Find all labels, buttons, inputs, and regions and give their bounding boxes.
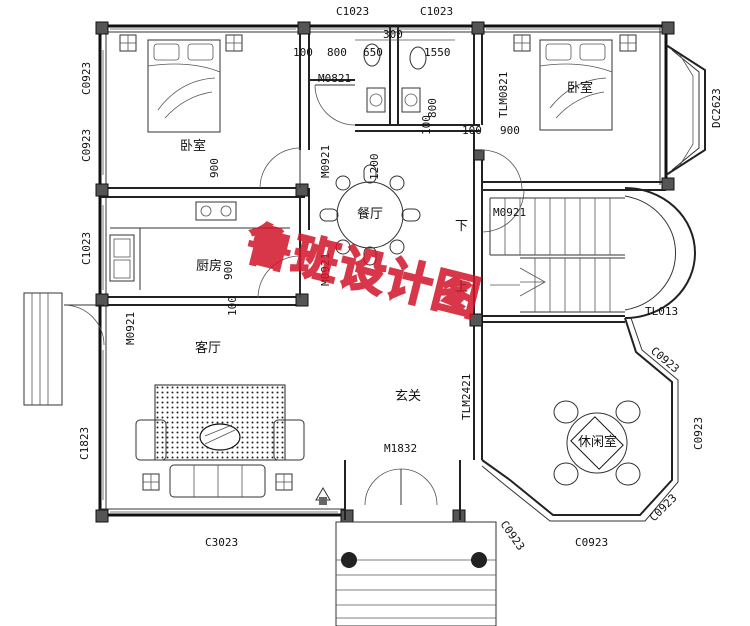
- label-m0921-b: M0921: [493, 206, 526, 219]
- room-bedroom-left: 卧室: [180, 138, 206, 154]
- label-c0923-left-a: C0923: [80, 62, 93, 95]
- label-c3023: C3023: [205, 536, 238, 549]
- label-100-b: 100: [420, 115, 433, 135]
- room-leisure: 休闲室: [578, 434, 617, 450]
- label-m0921-c: M0921: [319, 253, 332, 286]
- label-900-a: 900: [208, 158, 221, 178]
- label-c1023-top-b: C1023: [420, 5, 453, 18]
- label-m1832: M1832: [384, 442, 417, 455]
- left-bed: [119, 34, 243, 133]
- right-bed: [513, 34, 637, 131]
- label-c0923-left-b: C0923: [80, 129, 93, 162]
- label-c0923-bottom: C0923: [575, 536, 608, 549]
- windows: [102, 28, 660, 513]
- leisure-room: [481, 317, 679, 522]
- label-800-b: 800: [426, 98, 439, 118]
- room-living: 客厅: [195, 340, 221, 356]
- label-tlm2421: TLM2421: [460, 374, 473, 420]
- label-dc2623: DC2623: [710, 88, 723, 128]
- living-room-furniture: [23, 292, 305, 498]
- exterior-walls: [98, 24, 706, 517]
- label-tl013: TL013: [645, 305, 678, 318]
- room-kitchen: 厨房: [196, 258, 222, 274]
- room-foyer: 玄关: [395, 389, 421, 404]
- staircase: [489, 187, 696, 319]
- room-labels: 卧室 卧室 餐厅 厨房 客厅 玄关 休闲室 下 上: [180, 80, 617, 450]
- label-c1823: C1823: [78, 427, 91, 460]
- label-tlm0821: TLM0821: [497, 72, 510, 118]
- label-c1023-left: C1023: [80, 232, 93, 265]
- interior-walls: [100, 26, 666, 460]
- label-900-c: 900: [222, 260, 235, 280]
- label-800: 800: [327, 46, 347, 59]
- bathroom-fixtures: [355, 39, 455, 113]
- label-100-a: 100: [293, 46, 313, 59]
- room-bedroom-right: 卧室: [567, 80, 593, 96]
- stair-down-label: 下: [455, 219, 468, 234]
- label-c0923-r2: C0923: [692, 417, 705, 450]
- label-m0921-a: M0921: [319, 145, 332, 178]
- watermark-text: 鲁班设计图: [241, 216, 487, 326]
- label-c0923-br: C0923: [647, 492, 680, 525]
- dining-table: [319, 164, 421, 266]
- label-100-d: 100: [226, 296, 239, 316]
- label-900-b: 900: [500, 124, 520, 137]
- label-300: 300: [383, 28, 403, 41]
- label-100-c: 100: [462, 124, 482, 137]
- kitchen-fixtures: [109, 201, 290, 290]
- label-c0923-bl: C0923: [498, 518, 528, 553]
- label-c0923-r1: C0923: [648, 344, 682, 375]
- label-c1023-top-a: C1023: [336, 5, 369, 18]
- label-1200: 1200: [368, 154, 381, 181]
- stair-up-label: 上: [455, 280, 468, 295]
- room-dining: 餐厅: [357, 206, 383, 222]
- label-m0821: M0821: [318, 72, 351, 85]
- label-1550: 1550: [424, 46, 451, 59]
- entrance-steps: [315, 460, 497, 626]
- label-m0921-d: M0921: [124, 312, 137, 345]
- label-650: 650: [363, 46, 383, 59]
